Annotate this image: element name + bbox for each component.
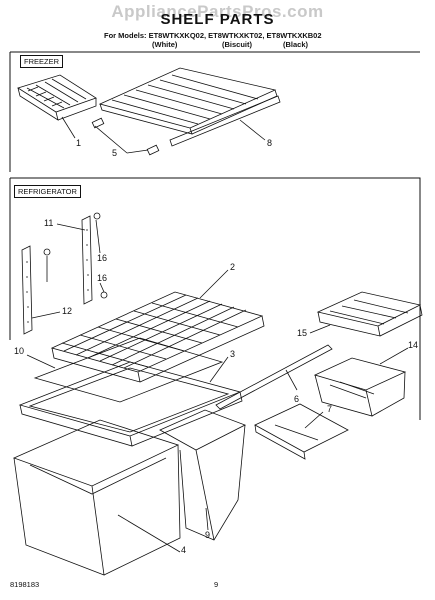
color-black: (Black) bbox=[283, 40, 309, 49]
refrigerator-shelf bbox=[50, 291, 265, 383]
callout-16b: 16 bbox=[97, 273, 108, 283]
leader-lines bbox=[26, 116, 409, 553]
callout-12: 12 bbox=[62, 306, 73, 316]
refrigerator-frame bbox=[9, 177, 421, 420]
color-biscuit: (Biscuit) bbox=[222, 40, 252, 49]
callout-5: 5 bbox=[112, 148, 118, 158]
callout-8: 8 bbox=[267, 138, 273, 148]
page-number: 9 bbox=[214, 580, 219, 589]
color-white: (White) bbox=[152, 40, 178, 49]
page-title: SHELF PARTS bbox=[160, 11, 275, 28]
model-list: For Models: ET8WTKXKQ02, ET8WTKXKT02, ET… bbox=[104, 31, 322, 40]
ice-tray bbox=[17, 74, 97, 121]
drawer-bracket bbox=[254, 403, 349, 460]
callout-15: 15 bbox=[297, 328, 308, 338]
callout-7: 7 bbox=[327, 404, 333, 414]
deli-cover bbox=[316, 291, 423, 337]
freezer-frame bbox=[9, 51, 420, 172]
callout-3: 3 bbox=[230, 349, 236, 359]
document-number: 8198183 bbox=[10, 580, 40, 589]
freezer-label: FREEZER bbox=[20, 55, 64, 68]
callout-9: 9 bbox=[205, 530, 211, 540]
freezer-shelf bbox=[98, 67, 281, 147]
deli-drawer bbox=[313, 357, 407, 417]
callout-10: 10 bbox=[14, 346, 25, 356]
crisper-rail bbox=[215, 344, 333, 410]
crisper-pan-left bbox=[12, 419, 181, 576]
callout-11: 11 bbox=[44, 218, 54, 228]
callout-2: 2 bbox=[230, 262, 236, 272]
callout-14: 14 bbox=[408, 340, 419, 350]
refrigerator-label: REFRIGERATOR bbox=[14, 185, 81, 198]
callout-6: 6 bbox=[294, 394, 300, 404]
crisper-pan-right bbox=[159, 409, 246, 541]
callout-1: 1 bbox=[76, 138, 82, 148]
watermark: AppliancePartsPros.com bbox=[111, 2, 324, 21]
shelf-ladders bbox=[21, 212, 108, 335]
callout-4: 4 bbox=[181, 545, 187, 555]
callout-16a: 16 bbox=[97, 253, 108, 263]
freezer-supports bbox=[91, 117, 160, 156]
